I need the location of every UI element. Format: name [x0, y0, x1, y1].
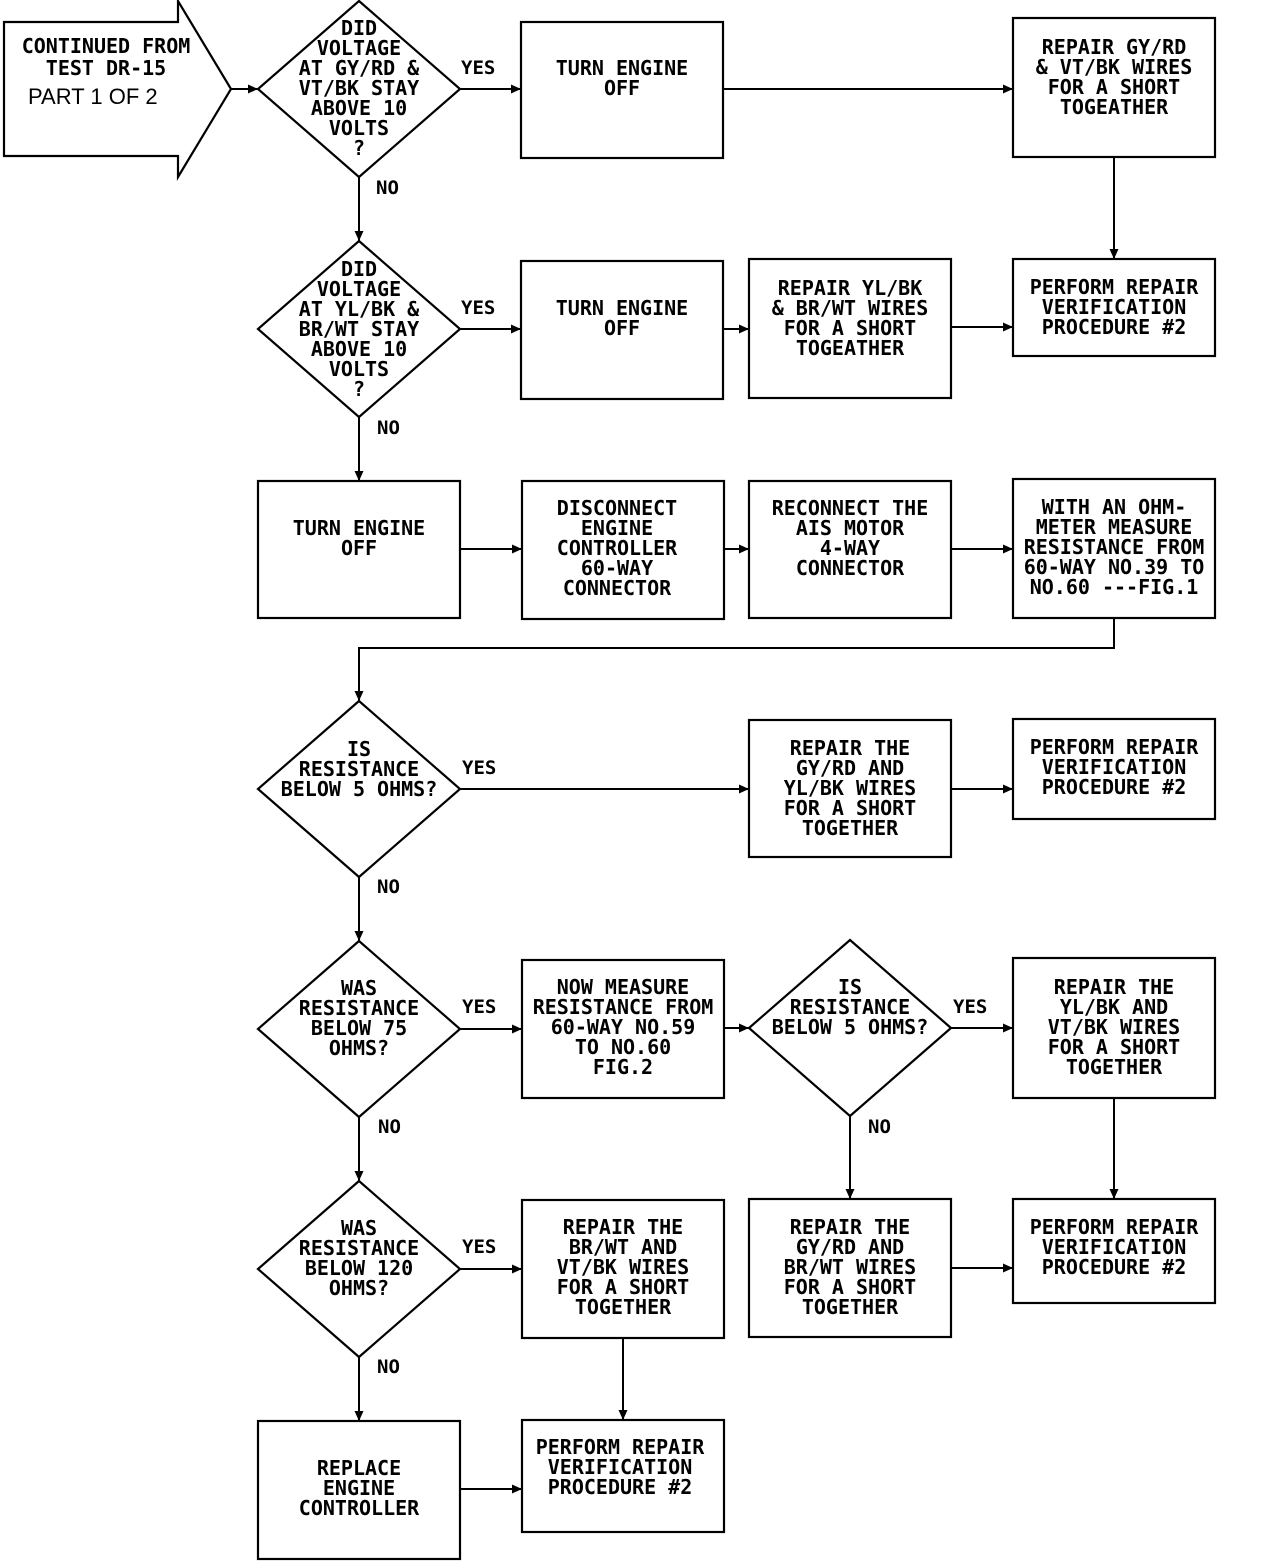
step-repair-gyrd-ylbk-box — [747, 718, 953, 859]
yes-label: YES — [462, 1236, 497, 1258]
step-disconnect-controller-box — [520, 479, 726, 621]
entry-continued-arrow — [2, 0, 233, 181]
step-repair-ylbk-vtbk-box — [1011, 956, 1217, 1100]
step-repair-ylbk-brwt-text: REPAIR YL/BK & BR/WT WIRES FOR A SHORT T… — [771, 276, 929, 360]
step-repair-gyrd-brwt-text: REPAIR THE GY/RD AND BR/WT WIRES FOR A S… — [783, 1215, 917, 1319]
entry-part-text: PART 1 OF 2 — [28, 84, 158, 109]
step-turn-engine-off-3-box — [256, 479, 462, 620]
step-verification-4-text: PERFORM REPAIR VERIFICATION PROCEDURE #2 — [535, 1435, 705, 1499]
edge-measure-39-to-resistance-check — [354, 618, 1115, 701]
entry-continued-from-text: CONTINUED FROM TEST DR-15 — [21, 34, 191, 80]
decision-resistance-below-5-b-text: IS RESISTANCE BELOW 5 OHMS? — [771, 975, 929, 1039]
step-verification-3-text: PERFORM REPAIR VERIFICATION PROCEDURE #2 — [1029, 1215, 1199, 1279]
step-measure-59-to-60-text: NOW MEASURE RESISTANCE FROM 60-WAY NO.59… — [532, 975, 714, 1079]
no-label: NO — [377, 876, 400, 898]
decision-voltage-ylbk-brwt-text: DID VOLTAGE AT YL/BK & BR/WT STAY ABOVE … — [298, 257, 420, 401]
yes-label: YES — [462, 996, 497, 1018]
step-turn-engine-off-3-text: TURN ENGINE OFF — [292, 516, 426, 560]
step-verification-1-text: PERFORM REPAIR VERIFICATION PROCEDURE #2 — [1029, 275, 1199, 339]
step-replace-controller-text: REPLACE ENGINE CONTROLLER — [298, 1456, 420, 1520]
step-repair-gyrd-vtbk-text: REPAIR GY/RD & VT/BK WIRES FOR A SHORT T… — [1035, 35, 1193, 119]
step-verification-2-text: PERFORM REPAIR VERIFICATION PROCEDURE #2 — [1029, 735, 1199, 799]
decision-resistance-below-75-text: WAS RESISTANCE BELOW 75 OHMS? — [298, 976, 420, 1060]
no-label: NO — [376, 177, 399, 199]
step-repair-ylbk-brwt-box — [747, 257, 953, 400]
step-measure-59-to-60-box — [520, 958, 726, 1100]
step-verification-4-box — [520, 1418, 726, 1534]
step-repair-gyrd-brwt-box — [747, 1197, 953, 1339]
step-repair-gyrd-vtbk-box — [1011, 16, 1217, 159]
yes-label: YES — [462, 757, 497, 779]
step-measure-39-to-60-box — [1011, 477, 1217, 620]
step-measure-39-to-60-text: WITH AN OHM- METER MEASURE RESISTANCE FR… — [1023, 495, 1205, 599]
decision-voltage-gyrd-vtbk-text: DID VOLTAGE AT GY/RD & VT/BK STAY ABOVE … — [298, 16, 420, 160]
step-verification-2-box — [1011, 717, 1217, 821]
step-repair-ylbk-vtbk-text: REPAIR THE YL/BK AND VT/BK WIRES FOR A S… — [1047, 975, 1181, 1079]
no-label: NO — [377, 1356, 400, 1378]
no-label: NO — [378, 1116, 401, 1138]
step-turn-engine-off-2-text: TURN ENGINE OFF — [555, 296, 689, 340]
yes-label: YES — [953, 996, 988, 1018]
decision-resistance-below-5-a-text: IS RESISTANCE BELOW 5 OHMS? — [280, 737, 438, 801]
step-repair-brwt-vtbk-box — [520, 1198, 726, 1340]
step-repair-gyrd-ylbk-text: REPAIR THE GY/RD AND YL/BK WIRES FOR A S… — [783, 736, 917, 840]
decision-resistance-below-120-text: WAS RESISTANCE BELOW 120 OHMS? — [298, 1216, 420, 1300]
no-label: NO — [868, 1116, 891, 1138]
yes-label: YES — [461, 57, 496, 79]
step-reconnect-ais-motor-box — [747, 479, 953, 620]
yes-label: YES — [461, 297, 496, 319]
step-repair-brwt-vtbk-text: REPAIR THE BR/WT AND VT/BK WIRES FOR A S… — [556, 1215, 690, 1319]
step-disconnect-controller-text: DISCONNECT ENGINE CONTROLLER 60-WAY CONN… — [556, 496, 678, 600]
no-label: NO — [377, 417, 400, 439]
step-turn-engine-off-1-text: TURN ENGINE OFF — [555, 56, 689, 100]
step-reconnect-ais-motor-text: RECONNECT THE AIS MOTOR 4-WAY CONNECTOR — [771, 496, 929, 580]
step-verification-1-box — [1011, 257, 1217, 358]
